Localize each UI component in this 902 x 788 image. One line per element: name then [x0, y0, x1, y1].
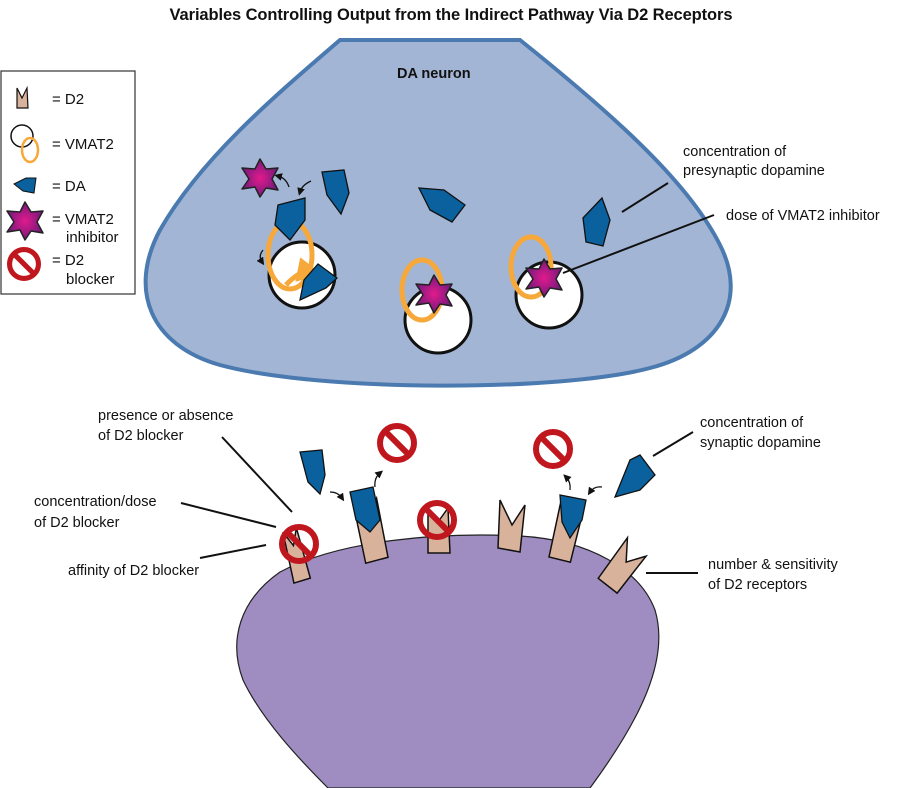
legend-label-d2: = D2	[52, 91, 84, 108]
legend-label-vmat2: = VMAT2	[52, 136, 114, 153]
d2-receptor-icon	[16, 85, 29, 109]
annotation-presynaptic-dopamine: concentration of presynaptic dopamine	[683, 144, 825, 179]
arrow-icon	[256, 249, 265, 266]
dopamine-icon	[13, 177, 37, 194]
dopamine-molecule	[321, 169, 350, 216]
legend-label-vmat2-inhibitor: = VMAT2 inhibitor	[52, 211, 119, 246]
annotation-d2-blocker-presence: presence or absence of D2 blocker	[98, 408, 237, 444]
arrow-icon	[297, 180, 312, 196]
legend-label-da: = DA	[52, 178, 86, 195]
d2-receptor-free	[497, 499, 526, 553]
arrow-icon	[374, 470, 383, 488]
dopamine-bound-to-d2	[559, 494, 587, 540]
leader-line	[562, 214, 715, 274]
dopamine-molecule	[582, 196, 611, 247]
d2-blocker-molecule	[536, 432, 570, 466]
leader-line	[180, 502, 277, 528]
d2-blocker-molecule	[380, 426, 414, 460]
diagram-title: Variables Controlling Output from the In…	[169, 6, 733, 24]
annotation-synaptic-dopamine: concentration of synaptic dopamine	[700, 415, 821, 451]
leader-line	[652, 431, 694, 457]
dopamine-molecule	[417, 187, 466, 223]
leader-line	[621, 182, 669, 213]
vmat2-transporter-3	[508, 234, 554, 300]
leader-line	[221, 436, 293, 513]
dopamine-bound-to-d2	[349, 486, 381, 533]
leader-line	[199, 544, 267, 559]
vmat2-icon	[10, 124, 40, 164]
dopamine-molecule-in-vesicle	[299, 263, 339, 302]
annotation-d2-blocker-affinity: affinity of D2 blocker	[68, 563, 199, 579]
legend-label-d2-blocker: = D2 blocker	[52, 252, 114, 288]
d2-receptor-free	[597, 535, 649, 595]
annotation-d2-blocker-concentration: concentration/dose of D2 blocker	[34, 494, 161, 531]
legend: = D2 = VMAT2 = DA = VMAT2 inhibitor = D2…	[0, 70, 136, 295]
dopamine-molecule	[613, 454, 656, 498]
dopamine-molecule	[274, 197, 306, 241]
arrow-icon	[329, 491, 345, 502]
annotation-d2-receptors: number & sensitivity of D2 receptors	[708, 557, 842, 593]
dopamine-molecule	[299, 449, 326, 496]
arrow-icon	[587, 486, 603, 496]
arrow-icon	[274, 173, 290, 188]
d2-receptor-blocked	[282, 527, 312, 585]
arrow-icon	[563, 474, 572, 491]
presynaptic-neuron-label: DA neuron	[397, 66, 471, 82]
annotation-vmat2-inhibitor-dose: dose of VMAT2 inhibitor	[726, 208, 880, 224]
